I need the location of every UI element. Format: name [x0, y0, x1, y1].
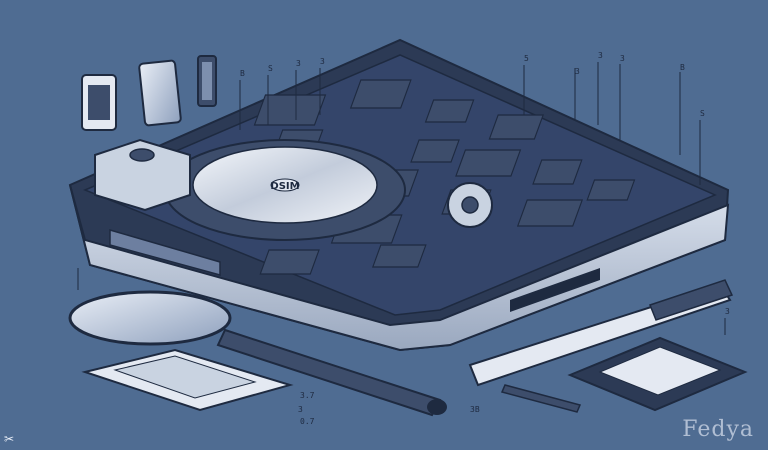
- callout-label: 3.7: [300, 391, 315, 400]
- callout-label: 3: [598, 51, 603, 60]
- optical-disc-drive: DSIM: [164, 139, 493, 241]
- callout-label: 3: [725, 307, 730, 316]
- callout-label: S: [268, 64, 273, 73]
- callout-label: 3B: [470, 405, 480, 414]
- battery-component: [81, 74, 117, 131]
- callout-label: B: [680, 63, 685, 72]
- disc-label: DSIM: [270, 181, 299, 192]
- callout-label: 3: [620, 54, 625, 63]
- watermark-text: Fedya: [682, 417, 754, 442]
- callout-label: 3: [575, 67, 580, 76]
- callout-label: 5: [524, 54, 529, 63]
- screwdriver-tool: [500, 384, 582, 413]
- callout-label: 3: [298, 405, 303, 414]
- callout-label: 3: [320, 57, 325, 66]
- memory-module-component: [197, 55, 217, 107]
- ssd-card-left: [81, 348, 294, 412]
- ssd-card-right: [567, 336, 748, 412]
- callout-label: B: [240, 69, 245, 78]
- screen-panel-component: [138, 59, 182, 127]
- corner-logo-icon: ✂: [4, 432, 15, 446]
- fan-module: [94, 138, 191, 212]
- callout-label: 0.7: [300, 417, 315, 426]
- callout-label: 3: [296, 59, 301, 68]
- callout-label: S: [700, 109, 705, 118]
- ruler-tool: [468, 279, 734, 387]
- callout-lines: [77, 62, 726, 335]
- magnifying-glass: [68, 290, 447, 417]
